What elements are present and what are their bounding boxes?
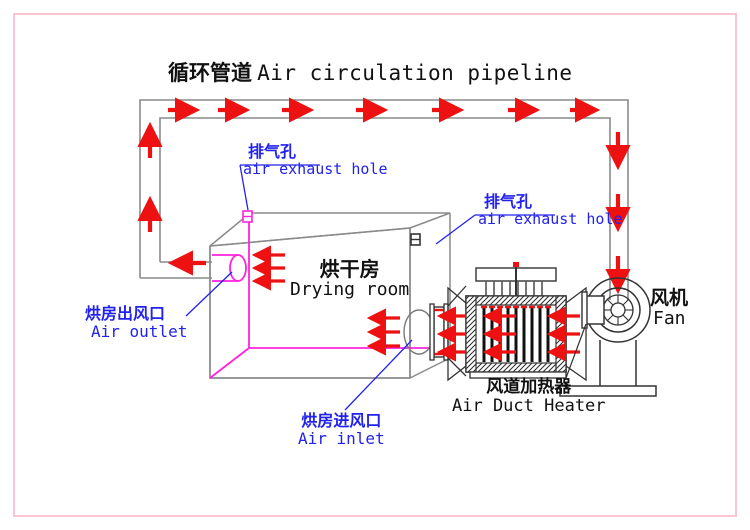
label-air-inlet-cn: 烘房进风口: [301, 411, 382, 430]
label-exhaust-hole-left: 排气孔 air exhaust hole: [243, 143, 388, 178]
label-exhaust-hole-right: 排气孔 air exhaust hole: [478, 193, 623, 228]
air-outlet-leader-line: [185, 271, 233, 317]
air-inlet-leader-line: [344, 339, 413, 411]
label-air-outlet: 烘房出风口 Air outlet: [85, 305, 187, 341]
label-drying-room: 烘干房 Drying room: [290, 258, 409, 301]
label-air-outlet-cn: 烘房出风口: [85, 304, 166, 323]
exhaust-hole-icon-left: [242, 210, 253, 223]
centrifugal-fan: [559, 277, 657, 397]
air-outlet-duct: [212, 254, 247, 282]
label-fan-cn: 风机: [650, 287, 689, 309]
label-exhaust-hole-left-en: air exhaust hole: [243, 159, 388, 178]
label-drying-room-cn: 烘干房: [319, 257, 380, 281]
label-air-duct-heater: 风道加热器 Air Duct Heater: [452, 377, 606, 417]
label-drying-room-en: Drying room: [290, 279, 410, 301]
exhaust-label-leader-lines: [239, 164, 555, 245]
exhaust-hole-icon-right: [410, 233, 421, 246]
label-air-duct-heater-en: Air Duct Heater: [452, 396, 606, 417]
diagram-title: 循环管道 Air circulation pipeline: [168, 61, 573, 86]
label-air-inlet: 烘房进风口 Air inlet: [298, 412, 385, 448]
label-exhaust-hole-right-en: air exhaust hole: [478, 209, 623, 228]
label-air-duct-heater-cn: 风道加热器: [486, 377, 572, 397]
air-outlet-flow-arrows: [251, 245, 285, 291]
diagram-title-cn: 循环管道: [168, 61, 252, 85]
label-air-outlet-en: Air outlet: [91, 321, 188, 341]
label-fan-en: Fan: [653, 308, 686, 330]
label-exhaust-hole-left-cn: 排气孔: [248, 142, 297, 161]
diagram-title-en: Air circulation pipeline: [257, 61, 573, 85]
label-fan: 风机 Fan: [650, 287, 689, 330]
label-air-inlet-en: Air inlet: [298, 428, 385, 448]
heater-flow-arrows: [436, 306, 580, 362]
image-border-frame: [13, 13, 737, 517]
air-inlet-duct: [403, 285, 467, 377]
air-inlet-flow-arrows: [366, 308, 400, 356]
label-exhaust-hole-right-cn: 排气孔: [484, 192, 533, 211]
air-duct-heater: [447, 262, 587, 382]
